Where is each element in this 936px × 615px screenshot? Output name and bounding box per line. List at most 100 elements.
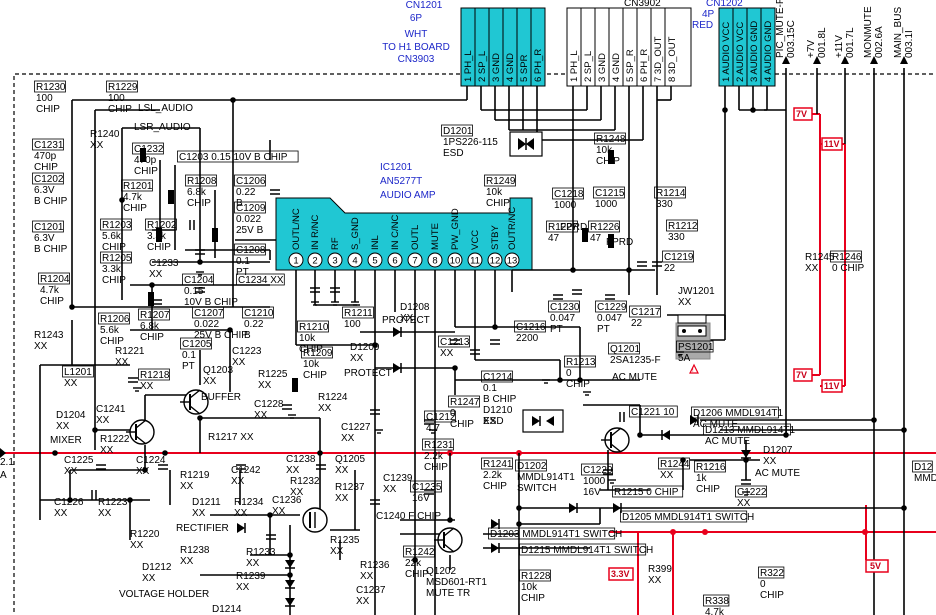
label-esd-2: ESD bbox=[483, 416, 504, 427]
ic-pin-2-number: 2 bbox=[312, 256, 317, 267]
junctions bbox=[52, 97, 907, 578]
r399-value: XX bbox=[648, 575, 662, 586]
c1232-ref: C1232 bbox=[134, 144, 164, 155]
d1207-ref: D1207 bbox=[763, 445, 793, 456]
d1202-ref: D1202 bbox=[517, 461, 547, 472]
c1206-ref: C1206 bbox=[236, 176, 266, 187]
ic-pin-6-name: IN C/NC bbox=[390, 215, 401, 251]
r1201-value: 4.7k bbox=[123, 192, 143, 203]
ic-pin-2-name: IN R/NC bbox=[310, 215, 321, 251]
d1204-value: XX bbox=[56, 421, 70, 432]
r1241-value: 2.2k bbox=[483, 470, 503, 481]
c1223-ref: C1223 bbox=[232, 346, 262, 357]
r1210-note: CHIP bbox=[299, 344, 323, 355]
r1228-ref: R1228 bbox=[521, 571, 551, 582]
label-rectifier: RECTIFIER bbox=[176, 523, 229, 534]
c1230-value: 0.047 bbox=[550, 313, 575, 324]
r1222-ref: R1222 bbox=[100, 434, 130, 445]
c1220-note: 16V bbox=[583, 487, 601, 498]
c1231-ref: C1231 bbox=[34, 140, 64, 151]
ic-pin-10-number: 10 bbox=[450, 256, 461, 267]
cn3902-pin-1: 1 PH_L bbox=[569, 50, 580, 82]
d1210-value: XX bbox=[483, 416, 497, 427]
r1206-note: CHIP bbox=[100, 336, 124, 347]
r1206-value: 5.6k bbox=[100, 325, 120, 336]
cn3902-pin-2: 2 SP_L bbox=[583, 51, 594, 82]
r1205-ref: R1205 bbox=[102, 253, 132, 264]
r1224-value: XX bbox=[318, 403, 332, 414]
rail-3-name: +11V bbox=[834, 35, 845, 58]
cn1201-dest-conn: CN3903 bbox=[398, 54, 435, 65]
rail-1-code: 003.15C bbox=[786, 20, 797, 58]
r1236-value: XX bbox=[360, 571, 374, 582]
r1209-note: CHIP bbox=[303, 370, 327, 381]
r1241-ref: R1241 bbox=[483, 459, 513, 470]
d1208-ref: D1208 bbox=[400, 302, 430, 313]
cn3902-pin-5: 5 SP_R bbox=[625, 49, 636, 82]
d1201-value: 1PS226-115 bbox=[443, 137, 498, 148]
c1212-value: 4.7 bbox=[426, 423, 440, 434]
rail-5-code: 003.1I bbox=[904, 30, 915, 58]
c1217-value: 22 bbox=[631, 318, 643, 329]
d1202-value: MMDL914T1 bbox=[517, 472, 575, 483]
c1215-value: 1000 bbox=[595, 199, 618, 210]
r1214-ref: R1214 bbox=[656, 188, 686, 199]
rail-1-name: PIC_MUTE-F bbox=[775, 0, 786, 58]
c1204-value: 0.15 bbox=[184, 286, 204, 297]
r1201-ref: R1201 bbox=[123, 181, 153, 192]
d1207-value: XX bbox=[763, 456, 777, 467]
d1214-ref: D1214 bbox=[212, 604, 242, 615]
d1206-value: AC MUTE bbox=[693, 419, 738, 430]
c1231-note: CHIP bbox=[34, 162, 58, 173]
d12xx_right-ref: D12 bbox=[914, 462, 933, 473]
c1206-note: B bbox=[236, 198, 243, 209]
r1234-ref: R1234 bbox=[234, 497, 264, 508]
r1247-value: 0 bbox=[450, 408, 456, 419]
r1208-value: 6.8k bbox=[187, 187, 207, 198]
ps1201-ref: PS1201 bbox=[678, 342, 714, 353]
wiring bbox=[39, 86, 904, 615]
c1227-ref: C1227 bbox=[341, 422, 371, 433]
c1214-note: B CHIP bbox=[483, 394, 517, 405]
c1227-value: XX bbox=[341, 433, 355, 444]
r1211-value: 100 bbox=[344, 319, 361, 330]
r1245-ref: R1245 bbox=[805, 252, 835, 263]
r1247-note: CHIP bbox=[450, 419, 474, 430]
r1208-ref: R1208 bbox=[187, 176, 217, 187]
c1218-ref: C1218 bbox=[554, 189, 584, 200]
r1213-value: 0 bbox=[566, 368, 572, 379]
c1207-note: 25V B CHIP bbox=[194, 330, 248, 341]
ic1201-function: AUDIO AMP bbox=[380, 190, 436, 201]
c1202-note: B CHIP bbox=[34, 196, 68, 207]
c1205-ref: C1205 bbox=[182, 339, 212, 350]
cn1201-pin-3: 3 GND bbox=[491, 53, 502, 82]
c1228-ref: C1228 bbox=[254, 399, 284, 410]
rail-4-code: 002.6A bbox=[874, 26, 885, 58]
r1204-value: 4.7k bbox=[40, 285, 60, 296]
ic-pin-13-name: OUTR/NC bbox=[507, 207, 518, 250]
c1225-ref: C1225 bbox=[64, 455, 94, 466]
ic-pin-13-number: 13 bbox=[507, 256, 518, 267]
r1225-value: XX bbox=[258, 380, 272, 391]
c1232-value: 470p bbox=[134, 155, 157, 166]
r1203-value: 5.6k bbox=[102, 231, 122, 242]
r1223-ref: R1223 bbox=[98, 497, 128, 508]
c1208-ref: C1208 bbox=[236, 245, 266, 256]
r1232-ref: R1232 bbox=[290, 476, 320, 487]
c1213-ref: C1213 bbox=[440, 337, 470, 348]
ic-pin-8-number: 8 bbox=[432, 256, 437, 267]
r1220-value: XX bbox=[130, 540, 144, 551]
cn1201-pin-1: 1 PH_L bbox=[463, 50, 474, 82]
c1233-value: XX bbox=[149, 269, 163, 280]
c1229-value: 0.047 bbox=[597, 313, 622, 324]
r1231-value: 2.2k bbox=[424, 451, 444, 462]
r1240-ref: R1240 bbox=[90, 129, 120, 140]
r1229-note: CHIP bbox=[108, 104, 132, 115]
r1218-ref: R1218 bbox=[140, 370, 170, 381]
cn1201-pin-5: 5 SPR bbox=[519, 54, 530, 82]
q1201-value: 2SA1235-F bbox=[610, 355, 661, 366]
r1217-ref: R1217 XX bbox=[208, 432, 254, 443]
r1227-ref: R1227 bbox=[548, 222, 578, 233]
